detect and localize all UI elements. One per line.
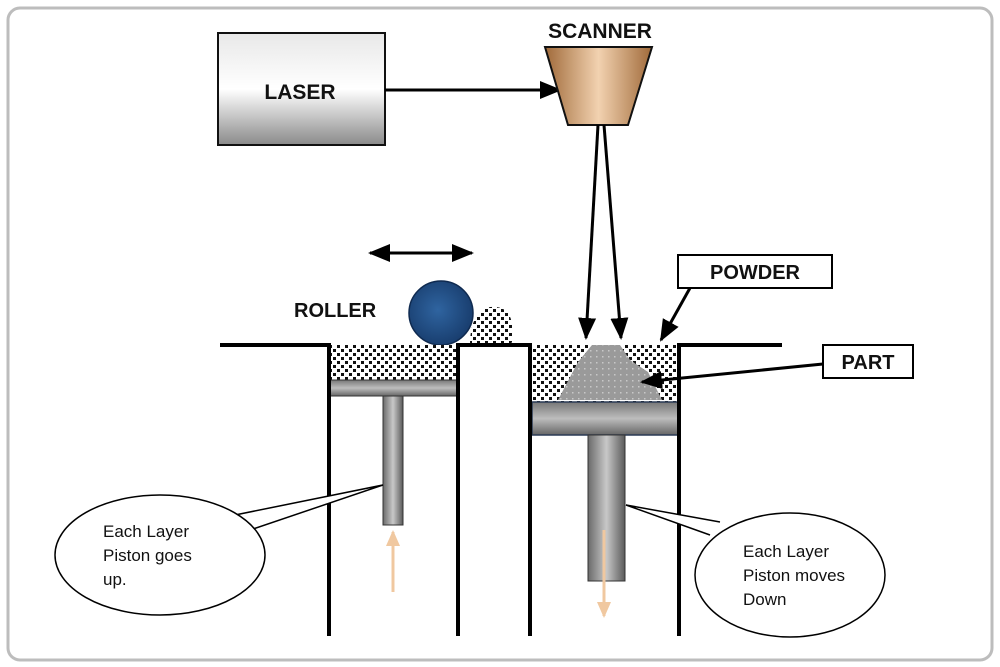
scanner-shape bbox=[543, 46, 654, 126]
laser-box: LASER bbox=[217, 32, 386, 146]
left-powder-bed bbox=[330, 345, 457, 381]
laser-label: LASER bbox=[264, 81, 335, 104]
right-note-line-3: Down bbox=[743, 590, 786, 609]
part-pointer bbox=[640, 362, 824, 389]
powder-heap bbox=[470, 306, 514, 345]
part-label: PART bbox=[842, 352, 895, 374]
right-piston-rod bbox=[587, 434, 626, 582]
powder-pointer bbox=[659, 287, 692, 342]
scanner-label: SCANNER bbox=[548, 20, 652, 43]
left-note-line-1: Each Layer bbox=[103, 522, 189, 541]
left-piston-rod bbox=[382, 395, 404, 526]
laser-beam-left bbox=[578, 124, 600, 340]
part-label-box bbox=[822, 344, 914, 379]
roller-label: ROLLER bbox=[294, 300, 377, 322]
part bbox=[558, 345, 662, 400]
roller bbox=[408, 280, 474, 346]
left-note-line-3: up. bbox=[103, 570, 127, 589]
powder-label: POWDER bbox=[710, 262, 801, 284]
powder-label-box bbox=[677, 254, 833, 289]
right-piston-plate bbox=[531, 401, 679, 436]
left-callout: Each Layer Piston goes up. bbox=[54, 484, 384, 616]
left-note-line-2: Piston goes bbox=[103, 546, 192, 565]
chamber-walls bbox=[220, 343, 782, 636]
right-note-line-2: Piston moves bbox=[743, 566, 845, 585]
left-piston-plate bbox=[329, 379, 458, 397]
right-note-line-1: Each Layer bbox=[743, 542, 829, 561]
laser-beam-right bbox=[602, 124, 629, 340]
right-callout: Each Layer Piston moves Down bbox=[625, 504, 886, 638]
